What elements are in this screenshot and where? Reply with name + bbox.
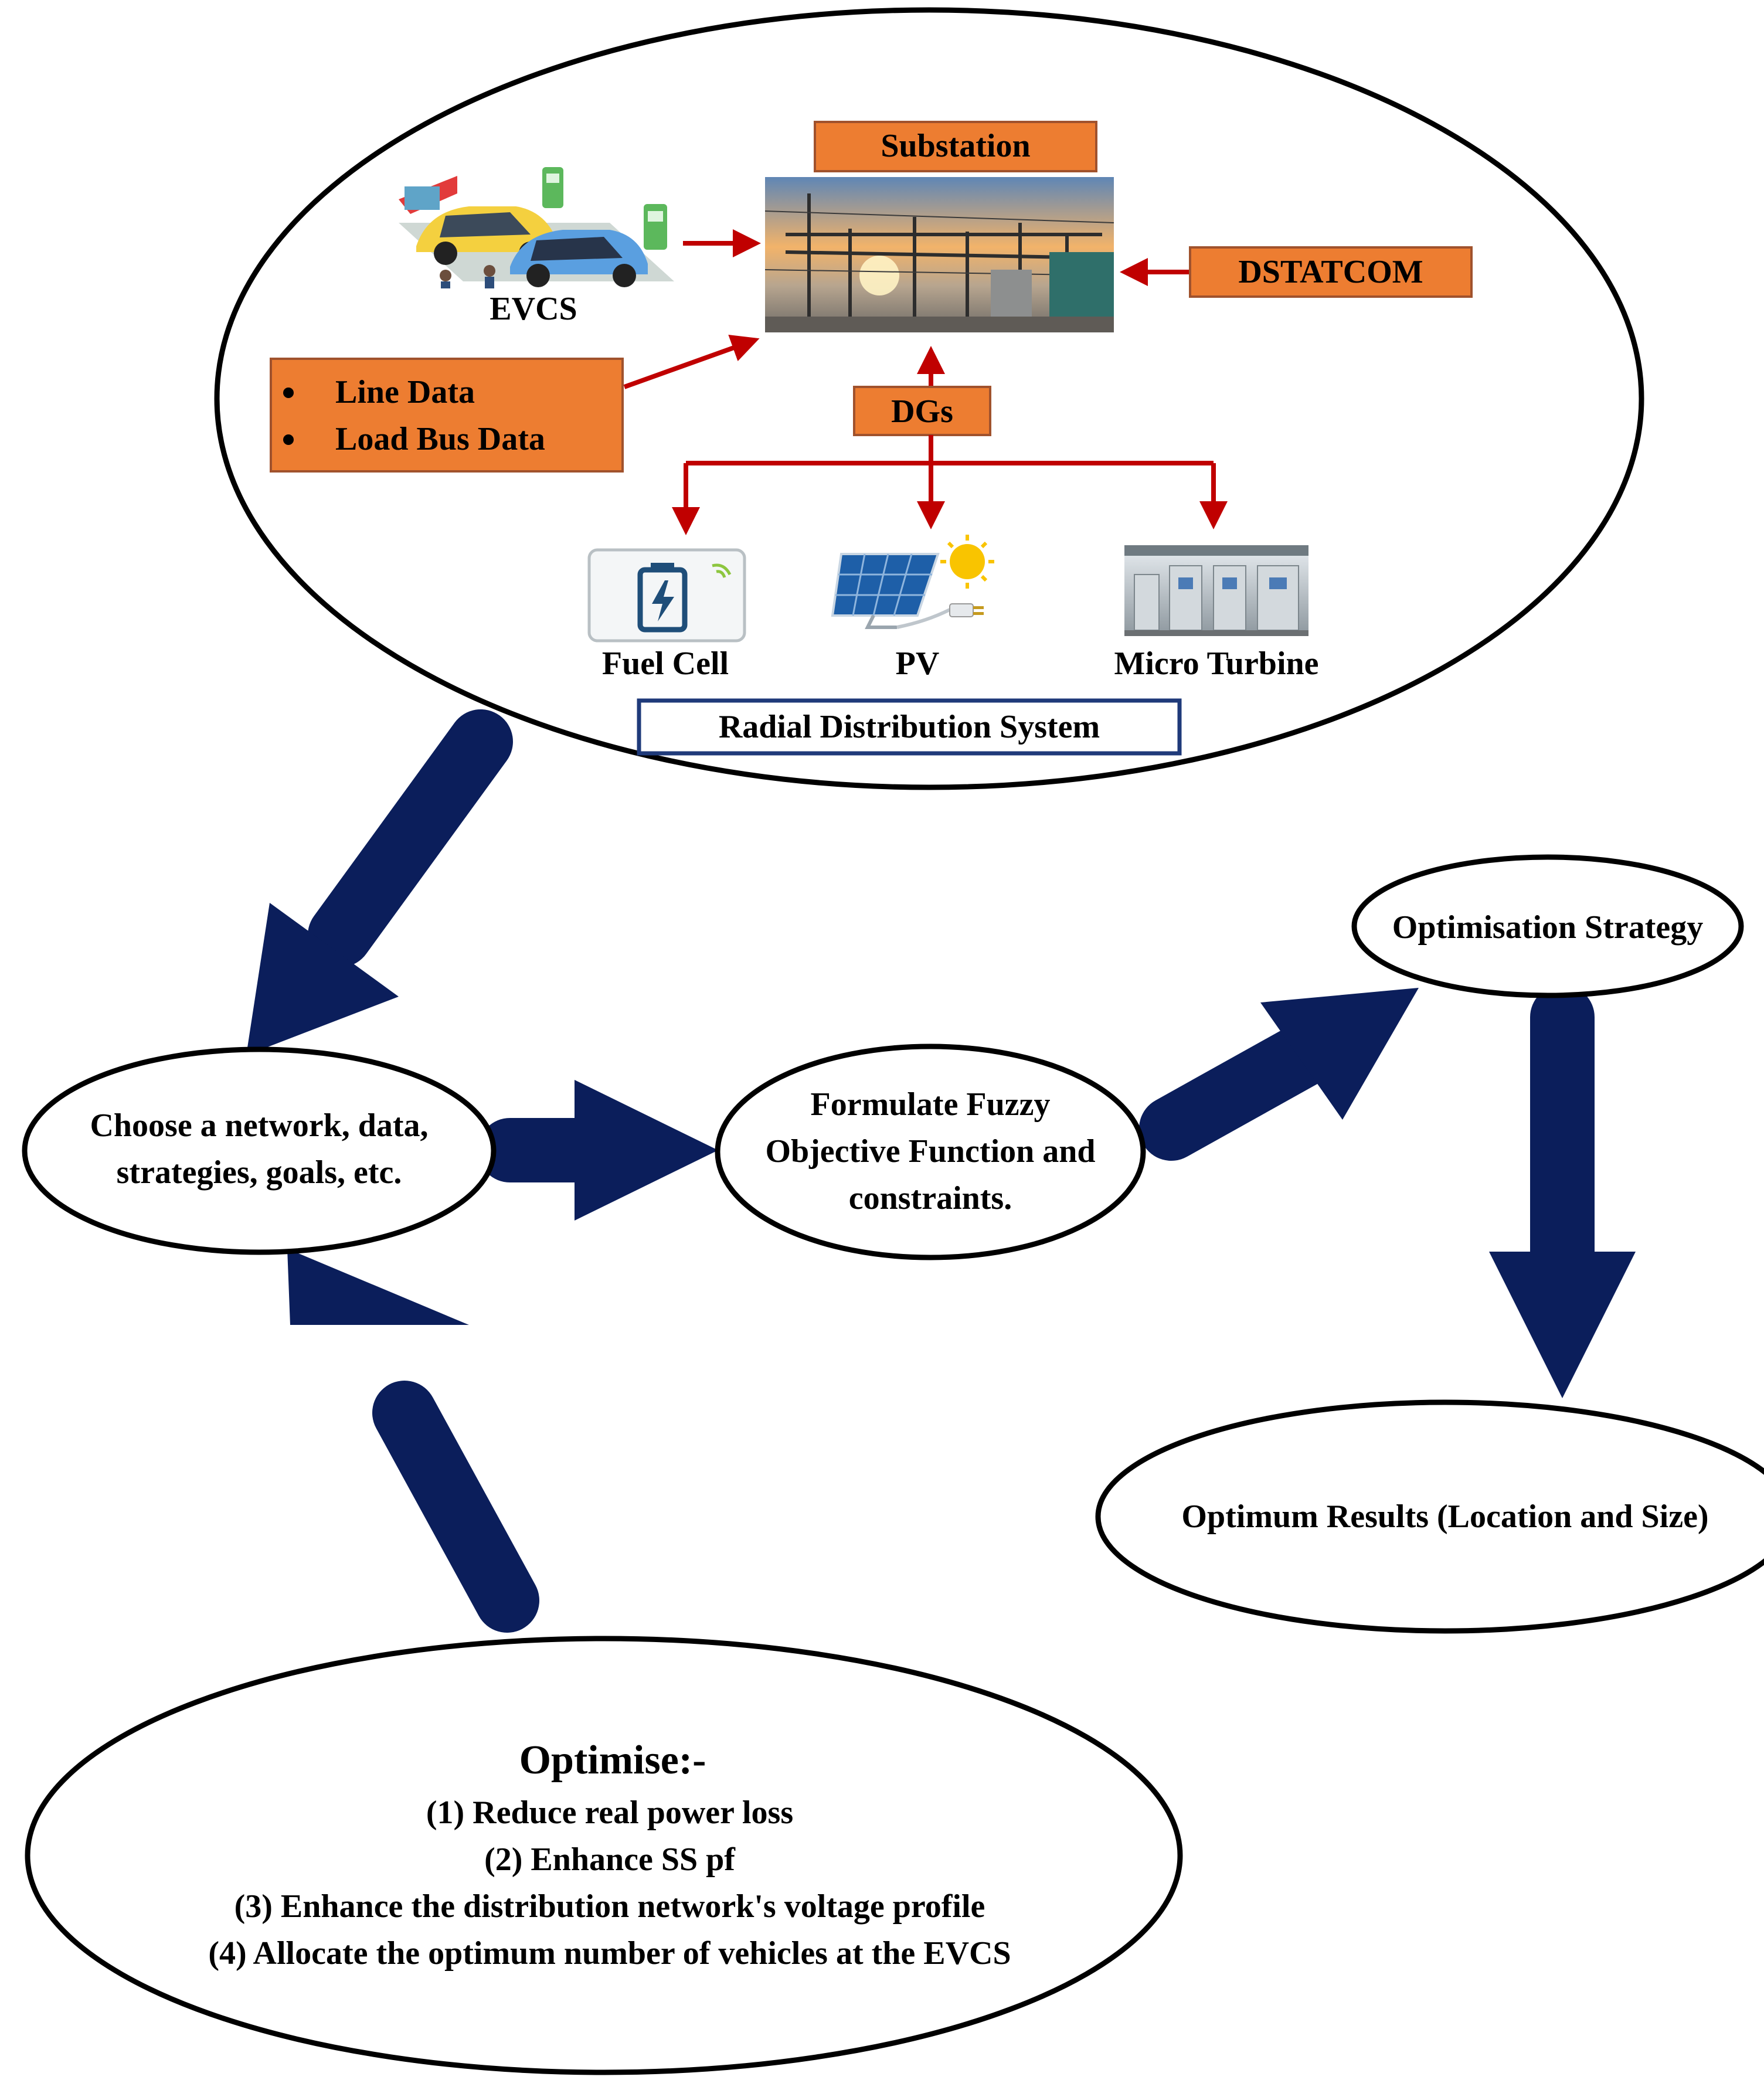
choose-network-ellipse: Choose a network, data, strategies, goal…	[22, 1046, 497, 1255]
choose-line-2: strategies, goals, etc.	[117, 1154, 402, 1191]
evcs-label: EVCS	[490, 291, 577, 327]
system-boundary-ellipse	[214, 7, 1644, 790]
solar-panel-icon	[831, 535, 994, 629]
blue-car	[510, 230, 648, 287]
choose-to-formulate-arrow	[478, 1080, 718, 1221]
system-to-choose-arrow	[246, 709, 513, 1055]
optimise-item-1: (1) Reduce real power loss	[426, 1794, 793, 1831]
substation-label-box: Substation	[814, 121, 1097, 172]
yellow-car	[416, 206, 557, 265]
input-data-box: Line Data Load Bus Data	[270, 358, 624, 473]
optimise-title: Optimise:-	[519, 1738, 706, 1783]
optimise-goals-ellipse: Optimise:- (1) Reduce real power loss (2…	[25, 1636, 1183, 2075]
rds-label: Radial Distribution System	[719, 709, 1100, 745]
formulate-objective-ellipse: Formulate Fuzzy Objective Function and c…	[715, 1044, 1146, 1260]
data-to-substation-arrow	[623, 334, 760, 389]
dg-branch-connectors	[672, 435, 1228, 535]
rds-label-box: Radial Distribution System	[637, 698, 1182, 756]
fuel-cell-label: Fuel Cell	[602, 645, 729, 682]
choose-line-1: Choose a network, data,	[90, 1107, 428, 1144]
substation-photo-icon	[764, 177, 1114, 332]
optimum-results-ellipse: Optimum Results (Location and Size)	[1095, 1399, 1764, 1634]
ev-charging-station-icon	[399, 167, 674, 288]
micro-turbine-label: Micro Turbine	[1114, 645, 1318, 682]
dgs-label: DGs	[891, 393, 953, 430]
optimisation-strategy-ellipse: Optimisation Strategy	[1351, 854, 1744, 998]
optimise-item-2: (2) Enhance SS pf	[484, 1841, 736, 1878]
formulate-to-strategy-arrow	[1139, 988, 1419, 1161]
strategy-to-results-arrow	[1489, 985, 1636, 1398]
data-item-load-bus-data: Load Bus Data	[335, 421, 545, 457]
strategy-label: Optimisation Strategy	[1392, 909, 1703, 946]
bullet-icon	[283, 434, 294, 445]
dstatcom-label: DSTATCOM	[1238, 254, 1423, 290]
optimise-to-choose-arrow	[287, 1249, 539, 1633]
micro-turbine-icon	[1124, 545, 1308, 636]
results-label: Optimum Results (Location and Size)	[1181, 1498, 1708, 1535]
dstatcom-box: DSTATCOM	[1189, 246, 1473, 298]
fuel-cell-battery-icon	[587, 548, 746, 643]
optimise-item-3: (3) Enhance the distribution network's v…	[234, 1888, 985, 1925]
formulate-line-3: constraints.	[849, 1180, 1012, 1216]
formulate-line-2: Objective Function and	[765, 1133, 1095, 1170]
pv-label: PV	[896, 645, 940, 682]
dgs-box: DGs	[853, 386, 991, 436]
bullet-icon	[283, 388, 294, 398]
formulate-line-1: Formulate Fuzzy	[811, 1086, 1051, 1123]
data-item-line-data: Line Data	[335, 374, 475, 410]
optimise-item-4: (4) Allocate the optimum number of vehic…	[208, 1935, 1011, 1972]
substation-label: Substation	[881, 128, 1030, 164]
